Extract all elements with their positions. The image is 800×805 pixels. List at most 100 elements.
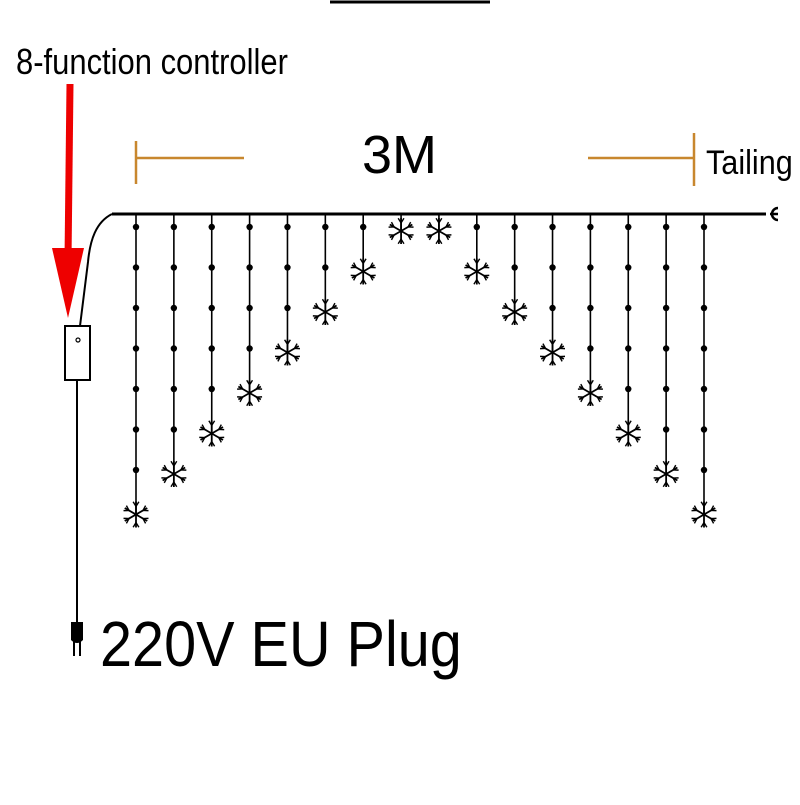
led-bulb-icon	[663, 264, 669, 270]
led-bulb-icon	[284, 264, 290, 270]
light-strand	[654, 214, 679, 487]
led-bulb-icon	[133, 426, 139, 432]
snowflake-icon	[540, 340, 565, 366]
light-strands	[124, 214, 717, 528]
led-bulb-icon	[209, 224, 215, 230]
light-strand	[275, 214, 300, 366]
snowflake-icon	[389, 218, 414, 244]
end-cap-icon	[770, 208, 778, 220]
light-strand	[578, 214, 603, 406]
led-bulb-icon	[246, 305, 252, 311]
led-bulb-icon	[133, 305, 139, 311]
length-label: 3M	[362, 128, 437, 182]
led-bulb-icon	[511, 264, 517, 270]
led-bulb-icon	[701, 467, 707, 473]
tailing-dimension-marker	[588, 133, 694, 186]
led-bulb-icon	[549, 264, 555, 270]
led-bulb-icon	[625, 345, 631, 351]
led-bulb-icon	[209, 305, 215, 311]
snowflake-icon	[464, 259, 489, 285]
tailing-label: Tailing	[706, 146, 793, 180]
led-bulb-icon	[549, 305, 555, 311]
snowflake-icon	[692, 502, 717, 528]
led-bulb-icon	[663, 345, 669, 351]
led-bulb-icon	[133, 386, 139, 392]
light-strand	[161, 214, 186, 487]
length-dimension-marker	[136, 141, 244, 184]
snowflake-icon	[237, 380, 262, 406]
led-bulb-icon	[701, 305, 707, 311]
snowflake-icon	[578, 380, 603, 406]
led-bulb-icon	[663, 305, 669, 311]
snowflake-icon	[124, 502, 149, 528]
led-bulb-icon	[133, 467, 139, 473]
light-strand	[464, 214, 489, 285]
led-bulb-icon	[663, 426, 669, 432]
light-strand	[426, 214, 451, 244]
led-bulb-icon	[625, 386, 631, 392]
led-bulb-icon	[284, 305, 290, 311]
snowflake-icon	[426, 218, 451, 244]
light-strand	[199, 214, 224, 447]
light-strand	[502, 214, 527, 325]
snowflake-icon	[502, 299, 527, 325]
plug-label: 220V EU Plug	[100, 612, 462, 676]
led-bulb-icon	[246, 224, 252, 230]
led-bulb-icon	[322, 224, 328, 230]
led-bulb-icon	[701, 386, 707, 392]
led-bulb-icon	[511, 224, 517, 230]
snowflake-icon	[161, 461, 186, 487]
controller-box-icon	[65, 326, 90, 380]
led-bulb-icon	[171, 345, 177, 351]
led-bulb-icon	[284, 224, 290, 230]
led-bulb-icon	[587, 345, 593, 351]
controller-pointer-arrow	[52, 84, 84, 318]
light-strand	[540, 214, 565, 366]
led-bulb-icon	[133, 224, 139, 230]
snowflake-icon	[275, 340, 300, 366]
led-bulb-icon	[133, 264, 139, 270]
led-bulb-icon	[625, 305, 631, 311]
led-bulb-icon	[701, 345, 707, 351]
led-bulb-icon	[171, 305, 177, 311]
eu-plug-icon	[71, 622, 83, 656]
led-bulb-icon	[246, 345, 252, 351]
led-bulb-icon	[209, 386, 215, 392]
light-strand	[616, 214, 641, 447]
led-bulb-icon	[625, 264, 631, 270]
led-bulb-icon	[663, 224, 669, 230]
led-bulb-icon	[701, 224, 707, 230]
led-bulb-icon	[171, 264, 177, 270]
led-bulb-icon	[171, 386, 177, 392]
led-bulb-icon	[663, 386, 669, 392]
light-strand	[313, 214, 338, 325]
led-bulb-icon	[549, 224, 555, 230]
led-bulb-icon	[133, 345, 139, 351]
led-bulb-icon	[209, 345, 215, 351]
led-bulb-icon	[474, 224, 480, 230]
led-bulb-icon	[701, 264, 707, 270]
snowflake-icon	[351, 259, 376, 285]
led-bulb-icon	[701, 426, 707, 432]
controller-lead-cable	[80, 214, 112, 326]
led-bulb-icon	[587, 264, 593, 270]
snowflake-icon	[616, 421, 641, 447]
light-strand	[389, 214, 414, 244]
snowflake-icon	[199, 421, 224, 447]
light-strand	[124, 214, 149, 528]
snowflake-icon	[654, 461, 679, 487]
controller-label: 8-function controller	[16, 44, 288, 80]
snowflake-icon	[313, 299, 338, 325]
led-bulb-icon	[322, 264, 328, 270]
led-bulb-icon	[209, 264, 215, 270]
led-bulb-icon	[587, 305, 593, 311]
light-strand	[237, 214, 262, 406]
led-bulb-icon	[171, 426, 177, 432]
led-bulb-icon	[587, 224, 593, 230]
led-bulb-icon	[625, 224, 631, 230]
led-bulb-icon	[360, 224, 366, 230]
led-bulb-icon	[246, 264, 252, 270]
led-bulb-icon	[171, 224, 177, 230]
